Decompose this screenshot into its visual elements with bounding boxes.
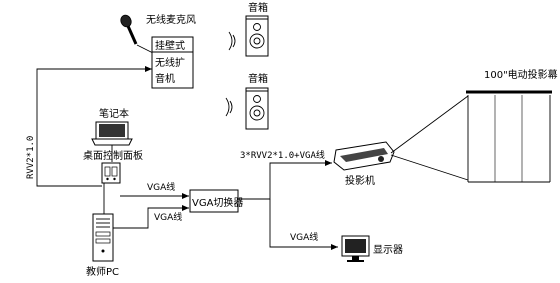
projector-icon bbox=[333, 141, 395, 171]
cable-vga-2-label: VGA线 bbox=[154, 211, 182, 223]
projector-label: 投影机 bbox=[345, 174, 375, 187]
laptop-icon bbox=[91, 121, 133, 146]
projection-beam-upper bbox=[390, 95, 469, 154]
monitor-icon bbox=[341, 235, 370, 262]
laptop-label: 笔记本 bbox=[99, 107, 129, 120]
screen-label: 100"电动投影幕 bbox=[484, 68, 558, 81]
vga-switch-box bbox=[189, 189, 239, 213]
mic-to-amp-line bbox=[136, 44, 154, 54]
cable-vga-1-label: VGA线 bbox=[147, 181, 175, 193]
vga-switch-label: VGA切换器 bbox=[192, 196, 243, 209]
desk-panel-label: 桌面控制面板 bbox=[83, 149, 143, 162]
monitor-label: 显示器 bbox=[373, 244, 403, 256]
cable-projector-label: 3*RVV2*1.0+VGA线 bbox=[240, 149, 325, 161]
wireless-mic-label: 无线麦克风 bbox=[146, 13, 196, 26]
cable-vga-3-label: VGA线 bbox=[290, 231, 318, 243]
wireless-mic-icon bbox=[120, 14, 138, 45]
projection-beam-lower bbox=[390, 154, 469, 181]
speaker-bottom-label: 音箱 bbox=[248, 72, 268, 85]
amplifier-box bbox=[151, 36, 194, 89]
desk-panel-icon bbox=[101, 162, 121, 184]
speaker-bottom-icon bbox=[225, 87, 269, 130]
switch-to-projector-line bbox=[238, 160, 332, 200]
teacher-pc-label: 教师PC bbox=[86, 265, 119, 278]
projection-screen-icon bbox=[466, 90, 552, 183]
amplifier-label: 挂壁式 无线扩 音机 bbox=[155, 39, 188, 85]
teacher-pc-icon bbox=[92, 213, 114, 262]
switch-to-monitor-line bbox=[269, 199, 338, 250]
speaker-top-label: 音箱 bbox=[248, 1, 268, 14]
pc-to-switch-line bbox=[113, 205, 189, 229]
speaker-top-icon bbox=[228, 15, 269, 57]
cable-rvv-label: RVV2*1.0 bbox=[26, 136, 36, 179]
rvv-cable-line bbox=[36, 66, 152, 187]
